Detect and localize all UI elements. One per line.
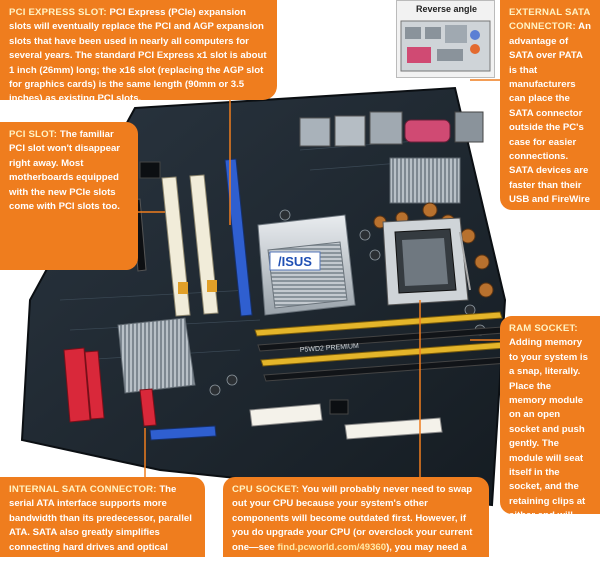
callout-title: INTERNAL SATA CONNECTOR: — [9, 484, 157, 495]
callout-title: CPU SOCKET: — [232, 484, 300, 495]
callout-cpu-socket: CPU SOCKET: You will probably never need… — [223, 477, 489, 567]
onboard-chip — [139, 161, 161, 179]
ram-slots — [254, 311, 509, 382]
reverse-angle-title: Reverse angle — [415, 4, 478, 14]
callout-title: RAM SOCKET: — [509, 323, 578, 334]
floppy-connector — [149, 425, 217, 441]
parallel-port — [404, 119, 451, 143]
leader-lines — [138, 79, 500, 477]
cpu-socket — [382, 217, 471, 306]
rear-io-panel — [299, 111, 484, 147]
callout-pci-slot: PCI SLOT: The familiar PCI slot won't di… — [0, 122, 138, 270]
reverse-angle-inset: Reverse angle — [396, 0, 495, 78]
callout-text: You will probably never need to swap out… — [232, 484, 473, 553]
callout-internal-sata-connector: INTERNAL SATA CONNECTOR: The serial ATA … — [0, 477, 205, 567]
callout-external-sata-connector: EXTERNAL SATA CONNECTOR: An advantage of… — [500, 0, 600, 220]
motherboard-diagram: /ISUS P5WD2 PREMIUM — [20, 79, 509, 507]
ide-connector — [344, 417, 443, 440]
callout-link[interactable]: find.pcworld.com/49360 — [277, 541, 387, 553]
callout-title: PCI EXPRESS SLOT: — [9, 7, 107, 18]
callout-text: The familiar PCI slot won't disappear ri… — [9, 129, 121, 213]
reverse-angle-image — [400, 20, 491, 72]
pcie-x16-slot — [224, 158, 253, 317]
asus-logo: /ISUS — [278, 254, 312, 269]
vrm-heatsink — [389, 157, 461, 204]
asus-logo-plate — [269, 251, 321, 271]
southbridge-heatsink — [117, 317, 196, 394]
callout-text: The serial ATA interface supports more b… — [9, 484, 192, 568]
callout-ram-socket: RAM SOCKET: Adding memory to your system… — [500, 316, 600, 550]
callout-pci-express-slot: PCI EXPRESS SLOT: PCI Express (PCIe) exp… — [0, 0, 277, 104]
internal-sata-connectors — [63, 347, 157, 427]
onboard-chip — [329, 399, 349, 415]
board-model-label: P5WD2 PREMIUM — [300, 343, 360, 354]
callout-text: PCI Express (PCIe) expansion slots will … — [9, 7, 267, 105]
callout-title: EXTERNAL SATA CONNECTOR: — [509, 7, 591, 33]
callout-text: An advantage of SATA over PATA is that m… — [509, 21, 591, 220]
callout-text: Adding memory to your system is a snap, … — [509, 337, 588, 551]
atx-power-connector — [249, 403, 323, 427]
callout-title: PCI SLOT: — [9, 129, 58, 140]
pci-slots — [161, 174, 219, 317]
